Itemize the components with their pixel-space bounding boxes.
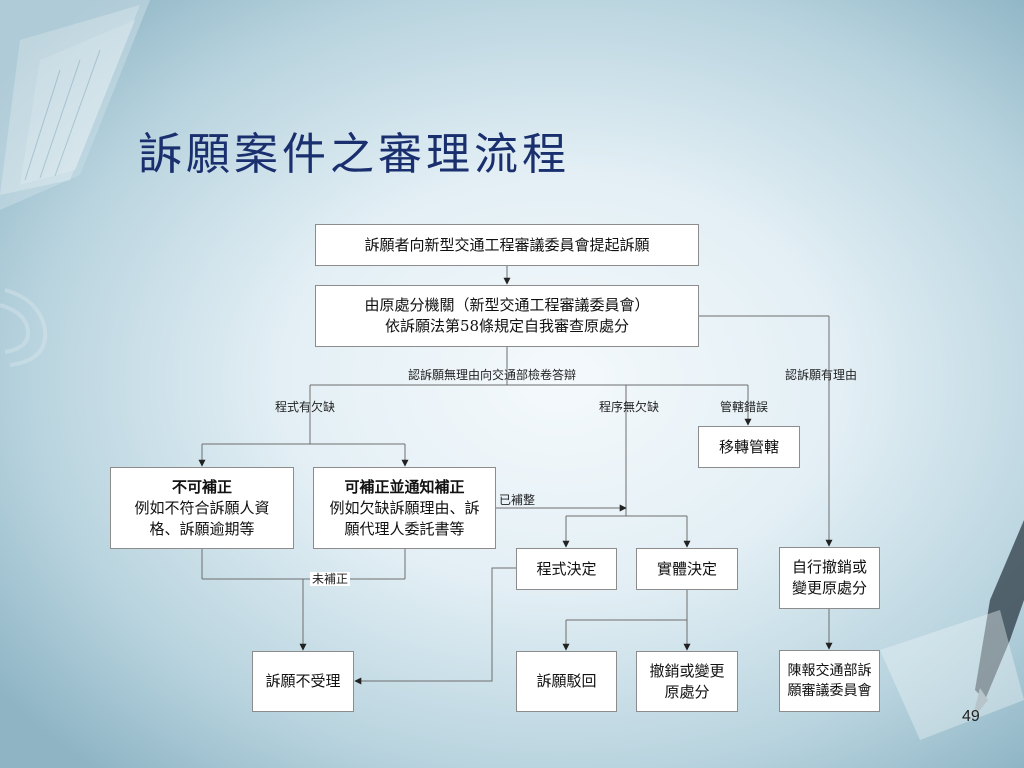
node-substantive-decision-text: 實體決定 [656, 559, 717, 578]
node-correctable: 可補正並通知補正 例如欠缺訴願理由、訴願代理人委託書等 [313, 467, 496, 549]
connector-procedural-to-not-accepted [354, 567, 516, 685]
label-not-corrected: 未補正 [310, 572, 351, 586]
paperclip-illustration [0, 288, 48, 367]
node-procedural-decision: 程式決定 [516, 548, 617, 590]
node-revoke-change-text: 撤銷或變更原處分 [649, 661, 725, 701]
slide-title: 訴願案件之審理流程 [138, 129, 570, 180]
node-transfer: 移轉管轄 [698, 426, 800, 468]
label-form-defect: 程式有欠缺 [275, 400, 336, 414]
node-dismissed-text: 訴願駁回 [536, 672, 597, 690]
node-substantive-decision: 實體決定 [636, 548, 738, 590]
label-has-merit: 認訴願有理由 [785, 368, 858, 382]
node-correctable-desc: 例如欠缺訴願理由、訴願代理人委託書等 [329, 498, 480, 538]
node-self-review-line2: 依訴願法第58條規定自我審查原處分 [384, 317, 630, 335]
page-number: 49 [962, 708, 980, 725]
node-not-accepted: 訴願不受理 [252, 651, 354, 712]
node-not-correctable: 不可補正 例如不符合訴願人資格、訴願逾期等 [110, 467, 294, 549]
node-report-text: 陳報交通部訴願審議委員會 [787, 663, 872, 699]
node-dismissed: 訴願駁回 [516, 651, 617, 712]
label-no-form-defect: 程序無欠缺 [599, 400, 660, 414]
node-correctable-title: 可補正並通知補正 [344, 477, 465, 496]
node-self-revoke-text: 自行撤銷或變更原處分 [791, 558, 867, 597]
node-not-correctable-desc: 例如不符合訴願人資格、訴願逾期等 [134, 498, 270, 538]
node-self-review-line1: 由原處分機關（新型交通工程審議委員會） [364, 296, 650, 314]
node-file-appeal-text: 訴願者向新型交通工程審議委員會提起訴願 [364, 235, 650, 254]
node-not-accepted-text: 訴願不受理 [265, 672, 341, 690]
node-not-correctable-title: 不可補正 [171, 477, 232, 496]
label-corrected: 已補整 [499, 493, 536, 507]
node-report: 陳報交通部訴願審議委員會 [779, 650, 880, 712]
node-revoke-change: 撤銷或變更原處分 [636, 651, 738, 712]
book-illustration [0, 0, 150, 210]
paper-illustration [880, 610, 1024, 740]
pen-illustration [972, 520, 1024, 720]
node-self-review: 由原處分機關（新型交通工程審議委員會） 依訴願法第58條規定自我審查原處分 [315, 285, 699, 347]
node-procedural-decision-text: 程式決定 [536, 559, 597, 578]
label-jurisdiction-error: 管轄錯誤 [720, 400, 769, 414]
node-self-revoke: 自行撤銷或變更原處分 [779, 547, 880, 609]
node-file-appeal: 訴願者向新型交通工程審議委員會提起訴願 [315, 224, 699, 266]
node-transfer-text: 移轉管轄 [718, 437, 779, 456]
label-no-merit: 認訴願無理由向交通部檢卷答辯 [408, 368, 577, 382]
